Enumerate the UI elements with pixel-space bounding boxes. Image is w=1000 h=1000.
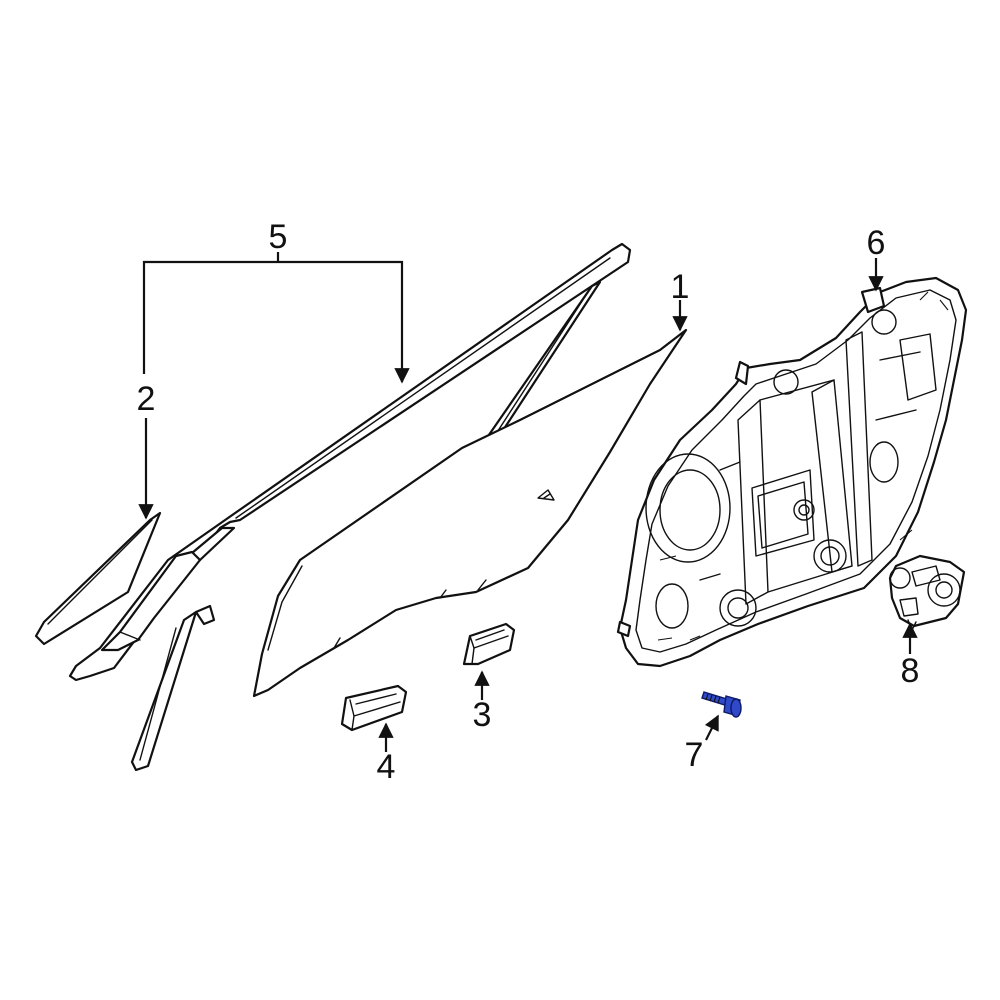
callout-4: 4 — [377, 748, 396, 786]
leader-lines — [138, 252, 918, 752]
window-motor — [888, 554, 966, 631]
callout-2: 2 — [137, 380, 156, 418]
callout-8: 8 — [901, 652, 920, 690]
callout-7: 7 — [685, 736, 704, 774]
quarter-glass — [34, 511, 162, 646]
glass-bracket-front — [340, 684, 408, 732]
callout-3: 3 — [473, 696, 492, 734]
window-regulator-panel — [616, 276, 968, 668]
callout-6: 6 — [867, 224, 886, 262]
door-glass — [252, 328, 688, 698]
callout-5: 5 — [269, 218, 288, 256]
callout-1: 1 — [671, 268, 690, 306]
bolt — [701, 691, 742, 718]
glass-bracket-rear — [462, 622, 516, 666]
glass-run-channel — [68, 242, 632, 772]
